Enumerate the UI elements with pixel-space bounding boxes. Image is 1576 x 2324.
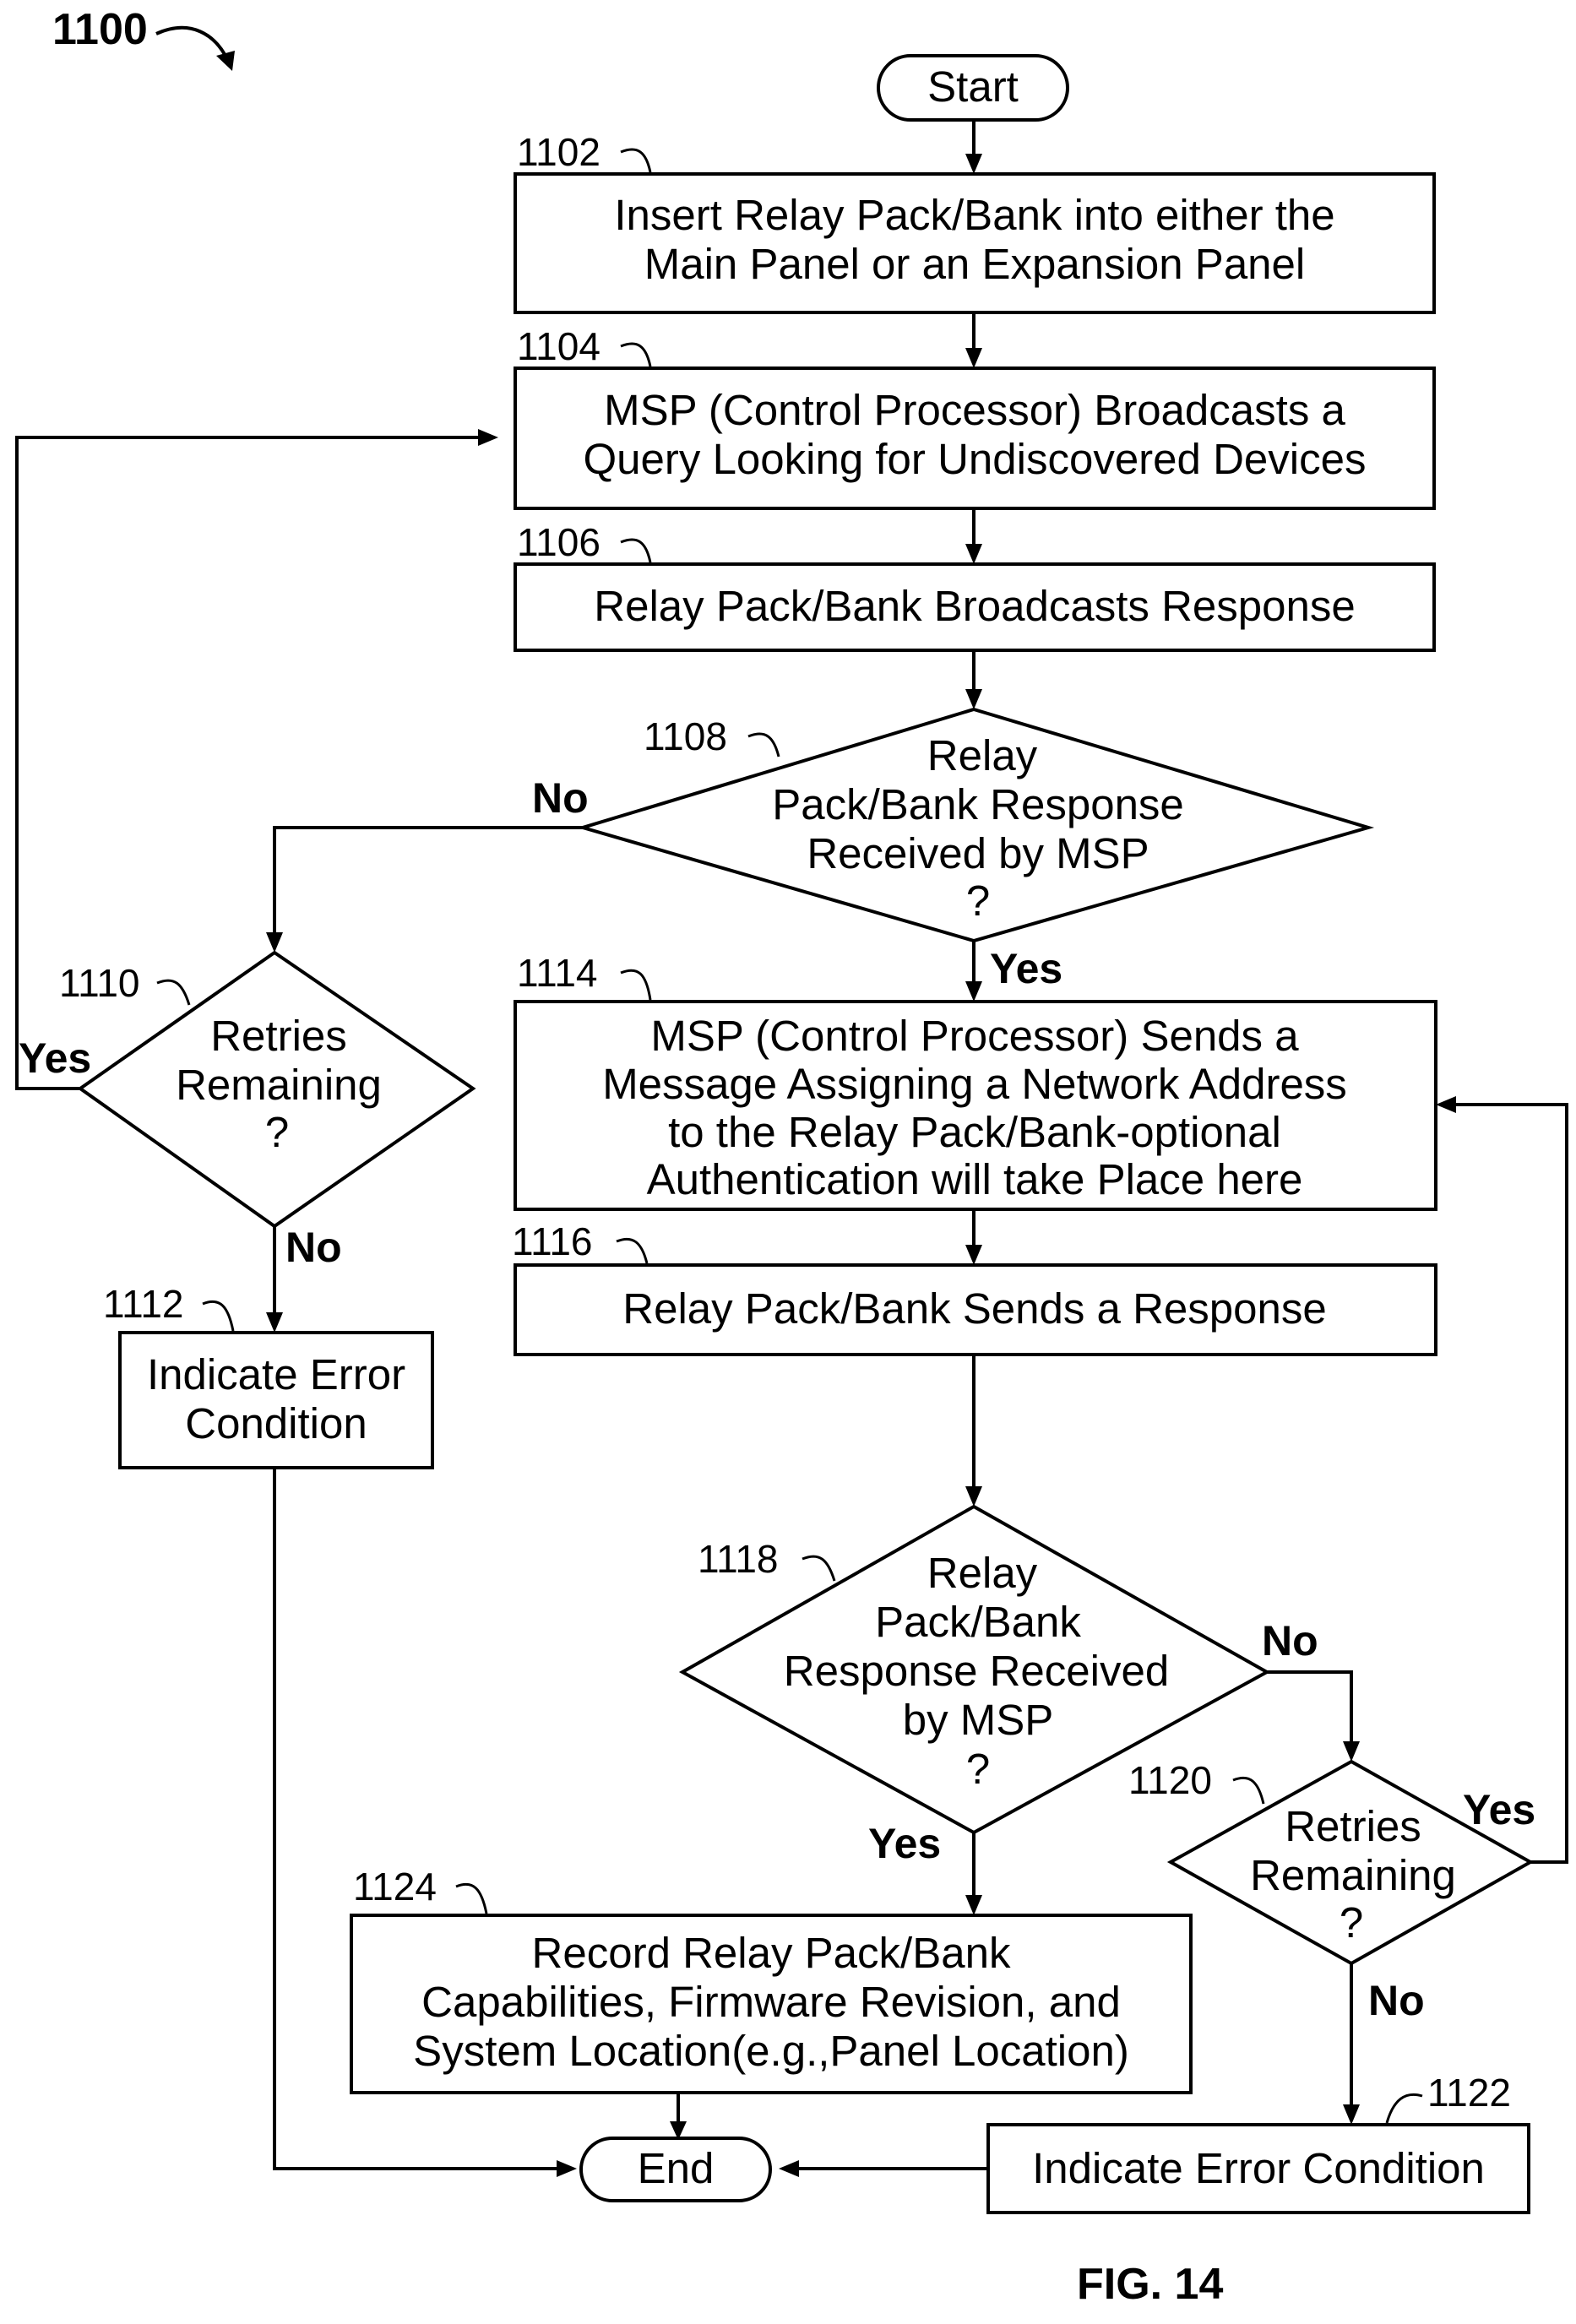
arrowhead (965, 689, 982, 709)
ref-1120: 1120 (1128, 1758, 1212, 1802)
step-1106-line: Relay Pack/Bank Broadcasts Response (594, 582, 1355, 630)
decision-1110-line: Retries (210, 1012, 347, 1060)
end-label: End (638, 2144, 715, 2192)
connector-1120-1114 (1451, 1105, 1567, 1862)
step-1104: MSP (Control Processor) Broadcasts a Que… (515, 368, 1434, 508)
step-1122: Indicate Error Condition (988, 2125, 1529, 2213)
decision-1110-line: Remaining (176, 1061, 382, 1109)
arrowhead (965, 1486, 982, 1507)
step-1104-line: MSP (Control Processor) Broadcasts a (604, 386, 1345, 434)
step-1102-line: Main Panel or an Expansion Panel (644, 240, 1306, 288)
branch-1118-no: No (1262, 1617, 1318, 1664)
ref-leader (1387, 2094, 1422, 2123)
ref-1114: 1114 (517, 951, 598, 995)
step-1124-line: System Location(e.g.,Panel Location) (413, 2027, 1129, 2075)
branch-1120-no: No (1368, 1977, 1425, 2024)
ref-leader (621, 344, 650, 367)
step-1122-line: Indicate Error Condition (1032, 2144, 1485, 2192)
step-1114-line: MSP (Control Processor) Sends a (650, 1012, 1299, 1060)
step-1102-line: Insert Relay Pack/Bank into either the (614, 191, 1334, 239)
arrowhead (478, 429, 498, 446)
ref-leader (621, 540, 650, 562)
branch-1118-yes: Yes (868, 1820, 941, 1867)
ref-1124: 1124 (353, 1865, 437, 1909)
ref-leader (203, 1301, 233, 1331)
ref-1106: 1106 (517, 520, 601, 564)
step-1114-line: to the Relay Pack/Bank-optional (668, 1108, 1281, 1156)
decision-1110-line: ? (265, 1108, 289, 1156)
arrowhead (965, 154, 982, 174)
step-1116-line: Relay Pack/Bank Sends a Response (622, 1284, 1326, 1333)
ref-leader (456, 1884, 486, 1914)
ref-1110: 1110 (59, 961, 140, 1005)
branch-1108-yes: Yes (990, 945, 1062, 992)
step-1114: MSP (Control Processor) Sends a Message … (515, 1002, 1436, 1209)
arrowhead (1343, 2104, 1360, 2125)
ref-leader (621, 149, 650, 172)
figure-caption: FIG. 14 (1077, 2260, 1223, 2309)
step-1124-line: Record Relay Pack/Bank (532, 1929, 1011, 1977)
connector-1118-1120 (1267, 1672, 1351, 1746)
step-1124-line: Capabilities, Firmware Revision, and (421, 1978, 1121, 2026)
branch-1108-no: No (532, 774, 589, 822)
step-1112: Indicate Error Condition (120, 1333, 432, 1468)
decision-1118-line: by MSP (903, 1696, 1054, 1744)
step-1112-line: Indicate Error (147, 1350, 405, 1398)
decision-1108-line: Relay (927, 731, 1038, 779)
arrowhead (779, 2160, 799, 2177)
decision-1108-line: Received by MSP (807, 829, 1149, 877)
step-1106: Relay Pack/Bank Broadcasts Response (515, 564, 1434, 650)
arrowhead (965, 348, 982, 368)
ref-leader (617, 1239, 647, 1263)
decision-1108-line: ? (966, 877, 990, 925)
decision-1108-line: Pack/Bank Response (772, 780, 1184, 828)
ref-1116: 1116 (512, 1219, 593, 1263)
arrowhead (557, 2160, 577, 2177)
ref-1122: 1122 (1427, 2071, 1511, 2115)
decision-1118-line: ? (966, 1745, 990, 1793)
arrowhead (965, 981, 982, 1002)
ref-leader (157, 980, 189, 1005)
ref-1108: 1108 (644, 714, 727, 758)
arrowhead (1343, 1741, 1360, 1762)
arrowhead (965, 544, 982, 564)
ref-1112: 1112 (103, 1282, 184, 1326)
step-1104-line: Query Looking for Undiscovered Devices (584, 435, 1367, 483)
connector-1108-1110 (274, 828, 583, 937)
ref-1104: 1104 (517, 324, 601, 368)
decision-1118-line: Response Received (784, 1647, 1169, 1695)
decision-1118-line: Pack/Bank (875, 1598, 1081, 1646)
decision-1120-line: ? (1340, 1898, 1363, 1947)
figure-number: 1100 (52, 5, 148, 54)
start-label: Start (927, 62, 1019, 111)
step-1124: Record Relay Pack/Bank Capabilities, Fir… (351, 1915, 1191, 2093)
arrowhead (266, 1312, 283, 1333)
ref-leader (621, 970, 650, 1000)
ref-1102: 1102 (517, 130, 601, 174)
ref-leader (802, 1556, 834, 1581)
decision-1118-line: Relay (927, 1549, 1038, 1597)
arrowhead (266, 932, 283, 953)
step-1114-line: Authentication will take Place here (647, 1155, 1303, 1203)
decision-1120-line: Remaining (1250, 1851, 1456, 1899)
branch-1110-yes: Yes (19, 1034, 91, 1082)
decision-1120-line: Retries (1285, 1802, 1421, 1850)
ref-leader (748, 734, 779, 757)
arrowhead (965, 1895, 982, 1915)
step-1112-line: Condition (185, 1399, 367, 1447)
ref-leader (1233, 1778, 1264, 1804)
step-1114-line: Message Assigning a Network Address (602, 1060, 1347, 1108)
step-1102: Insert Relay Pack/Bank into either the M… (515, 174, 1434, 312)
ref-1118: 1118 (698, 1537, 779, 1581)
step-1116: Relay Pack/Bank Sends a Response (515, 1265, 1436, 1355)
arrowhead (965, 1245, 982, 1265)
figure-pointer-arrowhead (216, 51, 235, 71)
arrowhead (1436, 1096, 1456, 1113)
branch-1120-yes: Yes (1463, 1786, 1535, 1833)
branch-1110-no: No (285, 1224, 342, 1271)
